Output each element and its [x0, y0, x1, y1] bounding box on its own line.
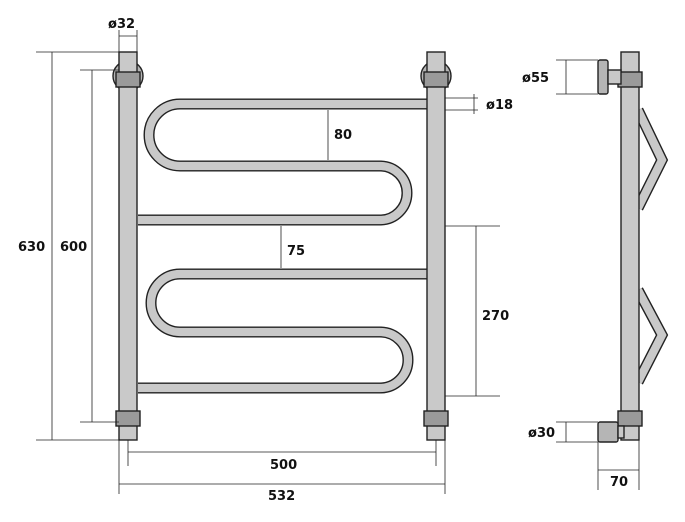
bend-gap-top-label: 80: [334, 128, 352, 143]
tube-diameter-label: ø18: [486, 98, 513, 113]
side-outlet-stem: [617, 425, 625, 439]
depth-label: 70: [610, 475, 628, 490]
pipe-diameter-label: ø32: [108, 17, 135, 32]
side-dimensions: ø55 ø30 70: [522, 59, 640, 490]
bend-gap-middle-label: 75: [287, 244, 305, 259]
side-outlet-connector: [597, 421, 619, 443]
left-bottom-nut: [115, 410, 141, 427]
coil-height-label: 270: [482, 309, 509, 324]
left-vertical-pipe: [118, 51, 138, 441]
right-top-nut: [423, 71, 449, 88]
center-distance-label: 500: [270, 458, 297, 473]
front-view: [112, 51, 452, 441]
left-top-nut: [115, 71, 141, 88]
overall-height-label: 630: [18, 240, 45, 255]
right-vertical-pipe: [426, 51, 446, 441]
serpentine-coil-lower: [138, 268, 430, 394]
serpentine-coil-upper: [138, 98, 430, 226]
side-bottom-nut: [617, 410, 643, 427]
flange-diameter-label: ø55: [522, 71, 549, 86]
front-dimensions: ø32 630 600 ø18 80 75 270 50: [18, 17, 513, 504]
right-bottom-nut: [423, 410, 449, 427]
inner-height-label: 600: [60, 240, 87, 255]
side-flange-stem: [607, 69, 622, 85]
overall-width-label: 532: [268, 489, 295, 504]
outlet-diameter-label: ø30: [528, 426, 555, 441]
side-wall-flange: [597, 59, 609, 95]
side-vertical-pipe: [620, 51, 640, 441]
side-view: [597, 51, 669, 443]
